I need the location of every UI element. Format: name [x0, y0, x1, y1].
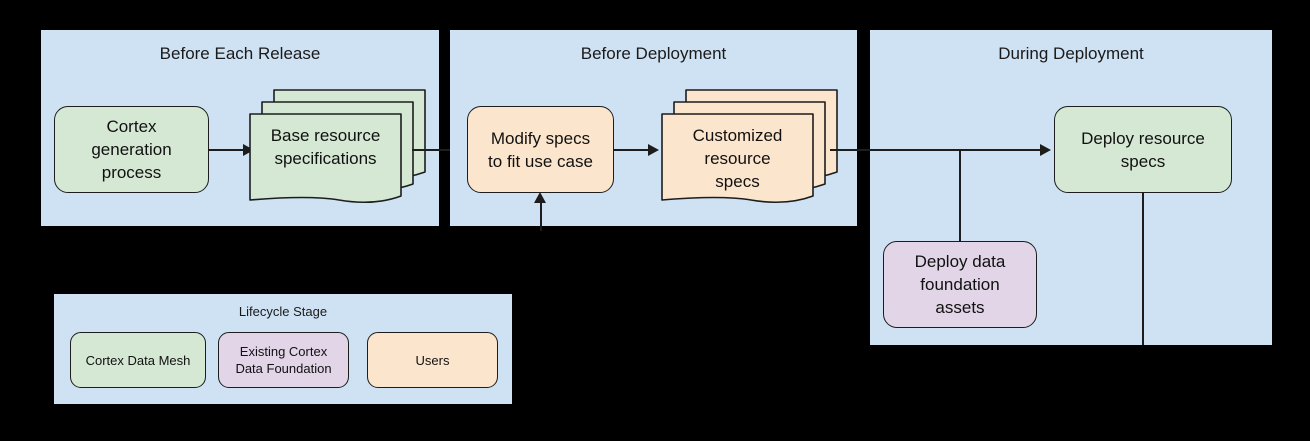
- node-line: assets: [935, 298, 985, 317]
- node-line: specs: [1120, 151, 1166, 171]
- node-line: process: [101, 163, 162, 182]
- arrowhead-cortex-to-base-specs: [243, 143, 254, 156]
- legend-item-users[interactable]: Users: [367, 332, 498, 388]
- panel-title-before-each-release: Before Each Release: [159, 44, 321, 63]
- connector-users-to-modify-specs: [539, 199, 542, 231]
- connector-foundation-assets-join: [959, 149, 961, 249]
- connector-modify-specs-to-customized-specs: [614, 149, 650, 151]
- arrowhead-customized-specs-to-deploy-specs: [1040, 143, 1051, 156]
- node-line: generation: [91, 140, 172, 159]
- node-line: Base resource: [270, 126, 381, 145]
- node-base-resource-specifications[interactable]: Base resource specifications: [248, 88, 428, 206]
- legend-item-existing-cortex-data-foundation[interactable]: Existing Cortex Data Foundation: [218, 332, 349, 388]
- connector-cortex-to-base-specs: [209, 149, 245, 151]
- node-modify-specs-to-fit-use-case[interactable]: Modify specs to fit use case: [467, 106, 614, 193]
- legend-title: Lifecycle Stage: [238, 304, 328, 319]
- node-line: specifications: [274, 149, 377, 168]
- connector-base-specs-to-modify-specs: [412, 149, 459, 151]
- node-cortex-generation-process[interactable]: Cortex generation process: [54, 106, 209, 193]
- panel-title-before-deployment: Before Deployment: [580, 44, 727, 63]
- node-line: Customized: [692, 126, 783, 145]
- node-line: Modify specs: [490, 128, 591, 148]
- node-line: Deploy data: [914, 252, 1006, 271]
- connector-deploy-specs-downstream: [1142, 193, 1144, 345]
- legend-item-label: Data Foundation: [235, 361, 332, 376]
- arrowhead-users-to-modify-specs: [534, 192, 546, 203]
- node-deploy-resource-specs[interactable]: Deploy resource specs: [1054, 106, 1232, 193]
- node-deploy-data-foundation-assets[interactable]: Deploy data foundation assets: [883, 241, 1037, 328]
- node-line: foundation: [920, 275, 1000, 294]
- legend-item-label: Users: [415, 352, 450, 368]
- legend-item-label: Existing Cortex: [239, 344, 328, 359]
- connector-customized-specs-to-deploy-specs: [830, 149, 1042, 151]
- node-line: Cortex: [106, 117, 157, 136]
- legend-item-cortex-data-mesh[interactable]: Cortex Data Mesh: [70, 332, 206, 388]
- node-line: specs: [715, 172, 760, 191]
- legend-item-label: Cortex Data Mesh: [85, 352, 191, 368]
- node-line: Deploy resource: [1081, 128, 1205, 148]
- node-customized-resource-specs[interactable]: Customized resource specs: [660, 88, 840, 206]
- panel-title-during-deployment: During Deployment: [998, 44, 1144, 63]
- node-line: to fit use case: [488, 151, 593, 171]
- node-line: resource: [704, 149, 771, 168]
- legend: Lifecycle Stage Cortex Data Mesh Existin…: [54, 294, 512, 404]
- arrowhead-modify-specs-to-customized-specs: [648, 143, 659, 156]
